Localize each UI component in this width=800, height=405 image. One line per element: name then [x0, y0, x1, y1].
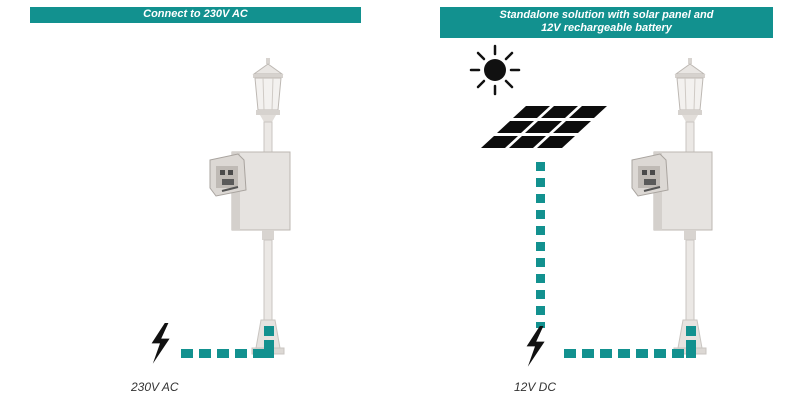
lightning-bolt-icon-left: [151, 323, 170, 364]
left-panel-title-banner: Connect to 230V AC: [30, 7, 361, 23]
right-voltage-label: 12V DC: [514, 380, 557, 394]
right-panel-title-line1: Standalone solution with solar panel and: [499, 9, 714, 21]
solar-panel-icon: [481, 106, 607, 148]
lightning-bolt-icon-right: [526, 326, 545, 367]
left-panel-title: Connect to 230V AC: [143, 8, 248, 20]
left-voltage-label: 230V AC: [131, 380, 179, 394]
right-panel-title-line2: 12V rechargeable battery: [541, 22, 672, 34]
right-panel-title-banner: Standalone solution with solar panel and…: [440, 7, 773, 38]
camera-pole-icon-left: [209, 57, 291, 355]
power-cable-left: [181, 326, 274, 358]
sun-icon: [469, 44, 521, 96]
power-cable-right: [536, 162, 696, 358]
camera-pole-icon-right: [631, 57, 713, 355]
